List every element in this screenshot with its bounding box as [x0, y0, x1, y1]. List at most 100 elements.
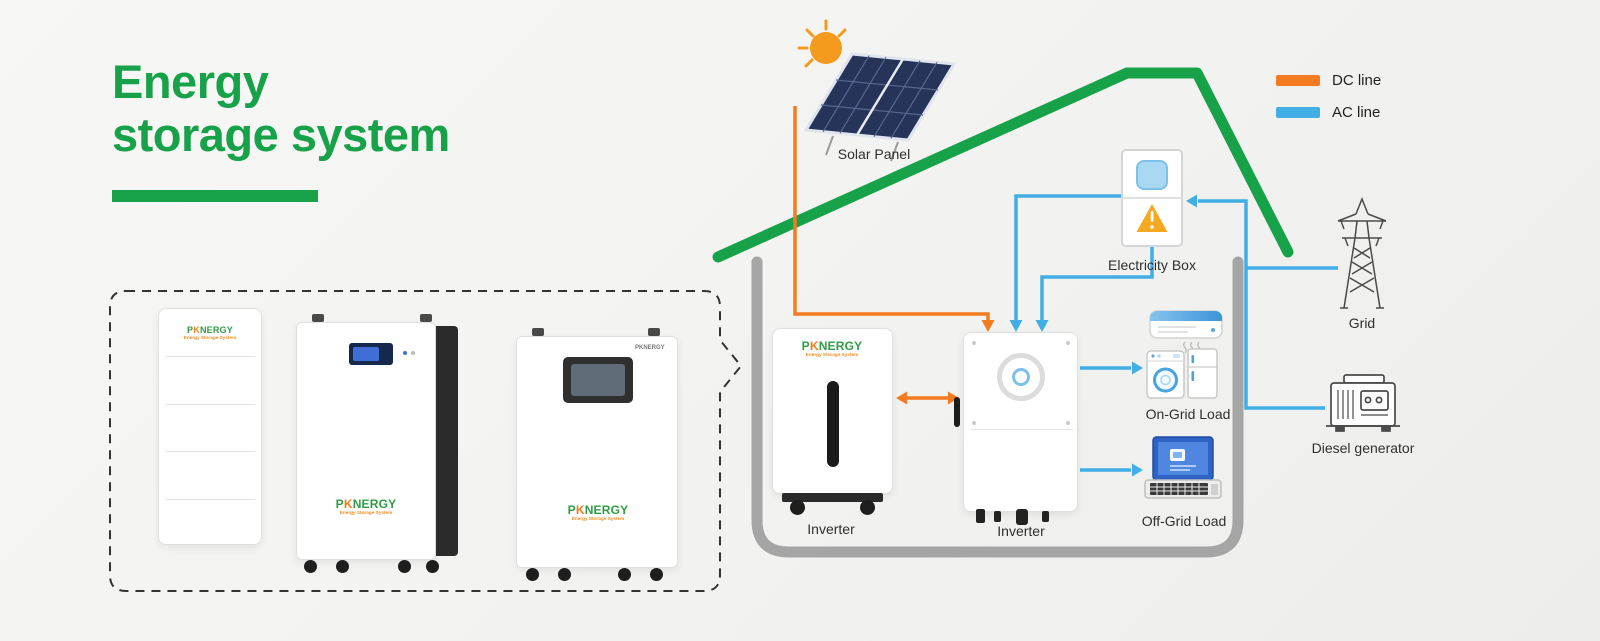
lift-handle-icon [532, 328, 544, 336]
dc-arrow-left [896, 391, 907, 405]
title-underline [112, 190, 318, 202]
grid-icon [1337, 196, 1387, 309]
dc-line-solar-to-inverter [793, 106, 990, 322]
inverter-fan-icon [997, 353, 1045, 401]
cabinet-display [563, 357, 633, 403]
solar-panel-label: Solar Panel [837, 146, 911, 162]
grid-label: Grid [1348, 315, 1376, 331]
cabinet-battery-product: PKNERGY [516, 336, 678, 568]
status-led [411, 351, 415, 355]
caster-wheel [336, 560, 349, 573]
off-grid-load-label: Off-Grid Load [1141, 513, 1227, 529]
lift-handle-icon [312, 314, 324, 322]
brand-name: PKNERGY [187, 325, 233, 335]
dc-arrowheads [896, 320, 995, 405]
brand-name: PKNERGY [567, 503, 629, 517]
ac-arrow-into-offgrid [1132, 463, 1143, 477]
solar-panel-icon [803, 52, 957, 162]
battery-module-divider [165, 499, 255, 500]
ac-line-box-to-inverter [1040, 247, 1154, 322]
product-group-dashed-box [109, 290, 743, 592]
brand-name: PKNERGY [801, 339, 863, 353]
panel-seam [970, 429, 1073, 430]
hybrid-inverter-unit [954, 332, 1078, 525]
brand-name: PKNERGY [335, 497, 397, 511]
screw-icon [1066, 421, 1070, 425]
dc-arrow-right [948, 391, 959, 405]
caster-wheel [790, 500, 805, 515]
cable-gland [976, 509, 985, 523]
hybrid-inverter-label: Inverter [997, 523, 1045, 539]
brand-tagline: Energy Storage System [571, 517, 625, 522]
pknergy-logo: PKNERGY Energy Storage System [176, 325, 243, 342]
lift-handle-icon [420, 314, 432, 322]
screw-icon [972, 341, 976, 345]
brand-tagline: Energy Storage System [805, 353, 859, 358]
caster-wheel [618, 568, 631, 581]
brand-name-small: PKNERGY [635, 345, 665, 351]
fan-hub [1012, 368, 1030, 386]
title-line-1: Energy [112, 55, 269, 108]
ac-arrow-into-inverter-1 [1009, 320, 1023, 332]
brand-tagline: Energy Storage System [339, 511, 393, 516]
pknergy-logo: PKNERGY Energy Storage System [798, 339, 865, 360]
ac-unit-icon [1149, 310, 1223, 339]
ac-line-inverter-to-box [1014, 194, 1122, 322]
caster-wheel [860, 500, 875, 515]
caster-wheel [426, 560, 439, 573]
caster-wheel [304, 560, 317, 573]
diesel-generator-label: Diesel generator [1311, 440, 1415, 456]
washing-machine-icon [1146, 350, 1185, 399]
sun-icon [797, 19, 847, 68]
breaker-icon [1136, 160, 1168, 190]
display-screen [353, 347, 379, 361]
house-walls [751, 256, 1244, 558]
dc-lines [793, 106, 990, 400]
ac-arrowheads [1009, 194, 1197, 477]
lift-handle-icon [648, 328, 660, 336]
battery-display [349, 343, 393, 365]
battery-side-panel [436, 326, 458, 556]
ac-arrow-into-inverter-2 [1035, 320, 1049, 332]
stacked-battery-product [158, 308, 262, 545]
screw-icon [1066, 341, 1070, 345]
ac-arrow-into-ongrid [1132, 361, 1143, 375]
ac-line-swatch [1276, 107, 1320, 118]
caster-wheel [558, 568, 571, 581]
brand-tagline: Energy Storage System [183, 335, 237, 341]
screw-icon [972, 421, 976, 425]
status-led [403, 351, 407, 355]
wall-battery-product [296, 322, 436, 560]
house-roof [712, 67, 1294, 263]
cable-gland [1016, 509, 1028, 525]
caster-wheel [650, 568, 663, 581]
pknergy-logo: PKNERGY Energy Storage System [332, 497, 399, 518]
cable-gland [1042, 511, 1049, 522]
battery-module-divider [165, 356, 255, 357]
wifi-antenna-icon [954, 397, 960, 427]
ac-line-legend-label: AC line [1332, 104, 1381, 121]
fridge-icon [1187, 348, 1218, 399]
dc-line-swatch [1276, 75, 1320, 86]
ac-arrow-into-box [1186, 194, 1197, 208]
pknergy-logo: PKNERGY Energy Storage System [564, 503, 631, 524]
dc-arrow-into-inverter [981, 320, 995, 332]
battery-module-divider [165, 404, 255, 405]
cable-gland [994, 511, 1001, 522]
dc-line-legend-label: DC line [1332, 72, 1382, 89]
inverter-base [782, 493, 883, 502]
caster-wheel [526, 568, 539, 581]
battery-inverter-label: Inverter [807, 521, 855, 537]
caster-wheel [398, 560, 411, 573]
page-title: Energy storage system [112, 55, 450, 161]
electricity-box-icon [1121, 149, 1183, 247]
battery-module-divider [165, 451, 255, 452]
laptop-icon [1144, 436, 1222, 499]
ac-lines [1014, 194, 1338, 472]
electricity-box-label: Electricity Box [1108, 257, 1196, 273]
inverter-slot [827, 381, 839, 467]
on-grid-load-label: On-Grid Load [1145, 406, 1231, 422]
title-line-2: storage system [112, 107, 450, 161]
